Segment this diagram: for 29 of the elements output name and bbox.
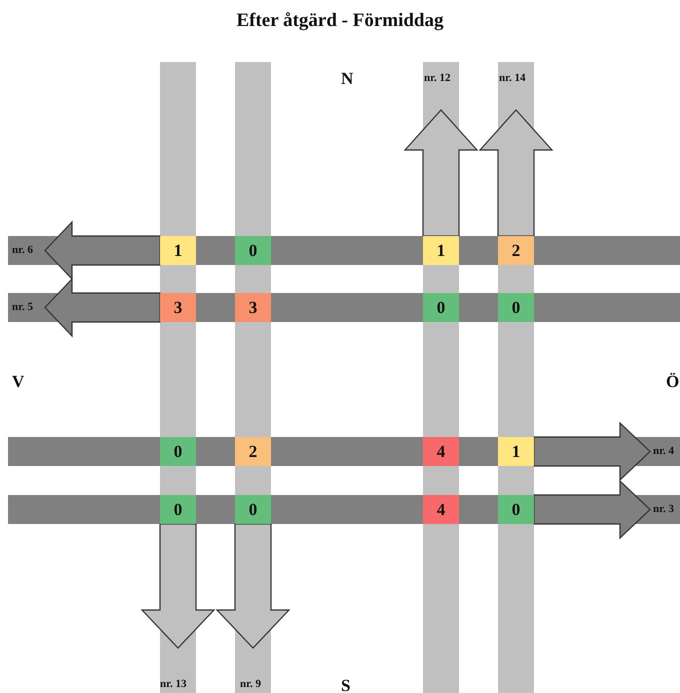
road-number: nr. 3 [653, 504, 674, 515]
compass-label: N [341, 70, 354, 87]
count-cell: 4 [423, 495, 459, 524]
road-number: nr. 6 [12, 245, 33, 256]
count-cell: 1 [498, 437, 534, 466]
count-cell: 0 [423, 293, 459, 322]
count-cell: 0 [160, 495, 196, 524]
count-cell: 1 [160, 236, 196, 265]
road-number: nr. 12 [424, 73, 450, 84]
count-cell: 3 [160, 293, 196, 322]
count-cell: 2 [235, 437, 271, 466]
count-cell: 4 [423, 437, 459, 466]
count-cell: 3 [235, 293, 271, 322]
count-cell: 0 [160, 437, 196, 466]
road-number: nr. 14 [499, 73, 526, 84]
compass-label: S [341, 677, 350, 693]
diagram-title: Efter åtgärd - Förmiddag [235, 10, 445, 32]
count-cell: 0 [498, 293, 534, 322]
count-cell: 0 [235, 495, 271, 524]
road-number: nr. 13 [160, 679, 186, 690]
compass-label: V [12, 373, 24, 390]
compass-label: Ö [666, 373, 680, 390]
count-cell: 2 [498, 236, 534, 265]
road-number: nr. 4 [653, 446, 674, 457]
road-number: nr. 5 [12, 302, 33, 313]
count-cell: 0 [235, 236, 271, 265]
road-number: nr. 9 [240, 679, 261, 690]
count-cell: 0 [498, 495, 534, 524]
count-cell: 1 [423, 236, 459, 265]
